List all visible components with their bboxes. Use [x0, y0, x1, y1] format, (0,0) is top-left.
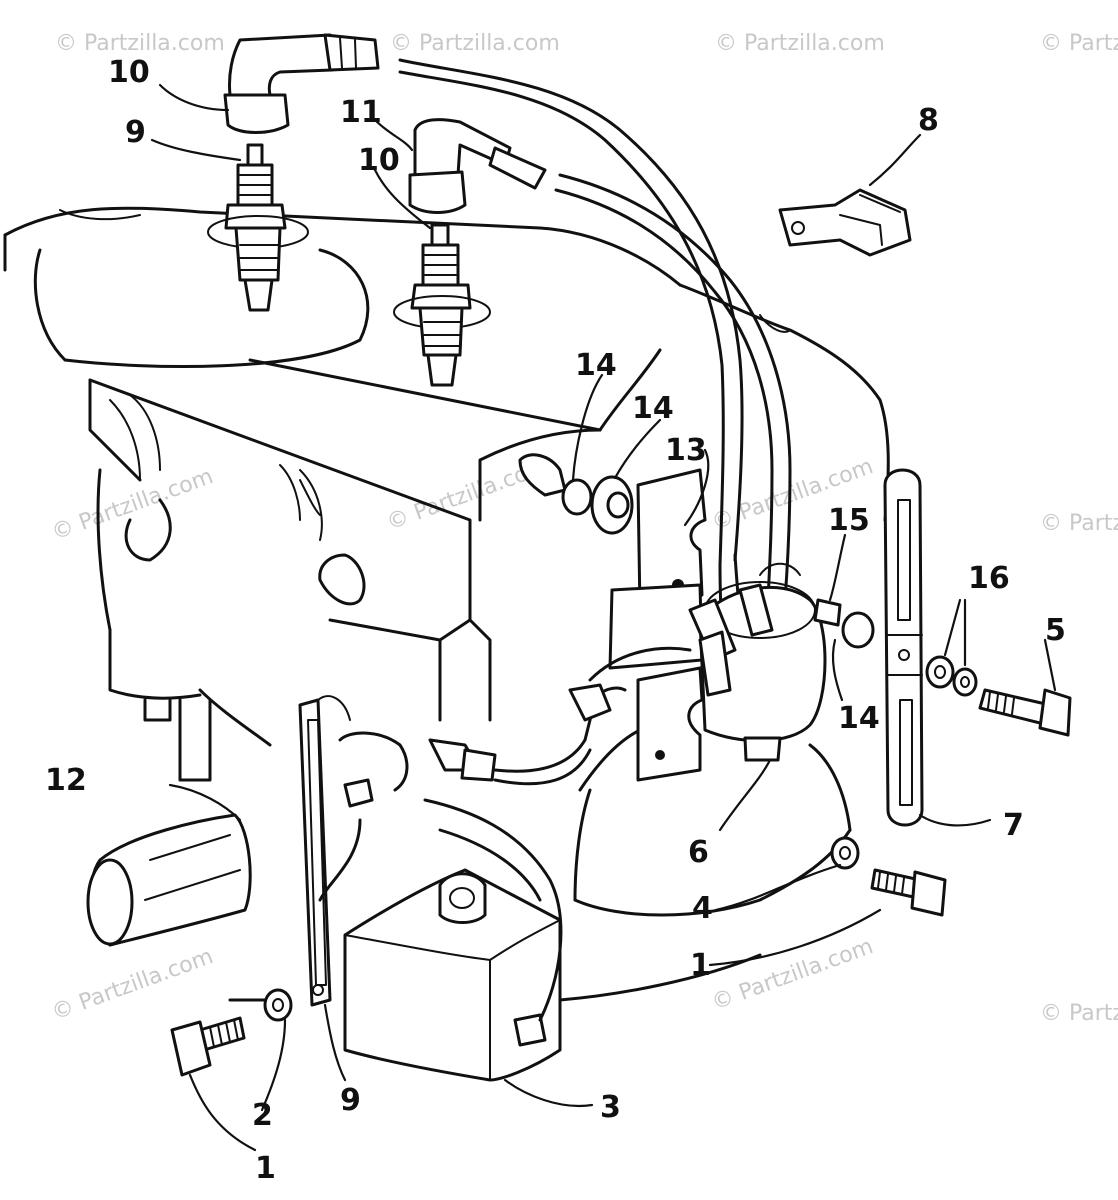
callout-11: 12: [45, 763, 87, 798]
spark-plug-cap-10-left: [223, 33, 380, 134]
callout-7: 7: [1003, 808, 1024, 843]
cdi-box-3: [343, 868, 562, 1082]
spark-plug-9-left: [207, 143, 309, 312]
callout-6: 6: [688, 835, 709, 870]
bolt-1-right: [870, 868, 947, 917]
callout-16: 16: [968, 561, 1010, 596]
callout-12: 13: [665, 433, 707, 468]
cdi-wiring: [318, 683, 627, 1022]
bolt-5: [978, 688, 1072, 737]
watermark: © Partzilla.com: [49, 944, 217, 1026]
leader-lines: [150, 83, 1057, 1152]
washer-2: [263, 988, 293, 1022]
washer-14-top: [561, 478, 593, 516]
watermark: © Partzilla.com: [1040, 31, 1118, 56]
spark-plug-9-right: [393, 223, 491, 387]
callout-15: 15: [828, 503, 870, 538]
engine-block: [3, 206, 890, 1002]
callout-4: 4: [692, 891, 713, 926]
callout-5: 5: [1045, 613, 1066, 648]
callout-14-top: 14: [575, 348, 617, 383]
callout-8-lower: 9: [340, 1083, 361, 1118]
washers-16: [925, 655, 978, 697]
mounting-strap-7: [883, 468, 924, 827]
watermark: © Partzilla.com: [390, 31, 560, 56]
callout-10-left: 10: [108, 55, 150, 90]
callout-1-left: 1: [255, 1151, 276, 1186]
watermark: © Partzilla.com: [715, 31, 885, 56]
bracket-8-lower: [298, 695, 351, 1007]
spark-plug-cap-10-right: [408, 118, 547, 214]
callouts: 10 11 9 10 8 14 14 13 15 16 5 14 7 6 4 1…: [45, 55, 1066, 1186]
wire-clamp-8: [778, 188, 912, 257]
bolt-1-left: [170, 1016, 246, 1077]
callout-9-left: 9: [125, 115, 146, 150]
callout-8-top: 8: [918, 103, 939, 138]
spacer-15: [813, 598, 875, 649]
callout-14-lower: 14: [838, 701, 880, 736]
watermark: © Partzilla.com: [1040, 1001, 1118, 1026]
callout-1-right: 1: [690, 948, 711, 983]
watermark: © Partzilla.com: [55, 31, 225, 56]
callout-2: 2: [252, 1098, 273, 1133]
callout-13: 14: [632, 391, 674, 426]
watermark: © Partzilla.com: [1040, 511, 1118, 536]
callout-3: 3: [600, 1090, 621, 1125]
callout-9-right: 10: [358, 143, 400, 178]
watermark: © Partzilla.com: [709, 934, 877, 1016]
washer-4: [830, 836, 860, 870]
watermark: © Partzilla.com: [49, 464, 217, 546]
callout-10-right: 11: [340, 95, 382, 130]
filter-cylinder-11: [86, 813, 252, 947]
